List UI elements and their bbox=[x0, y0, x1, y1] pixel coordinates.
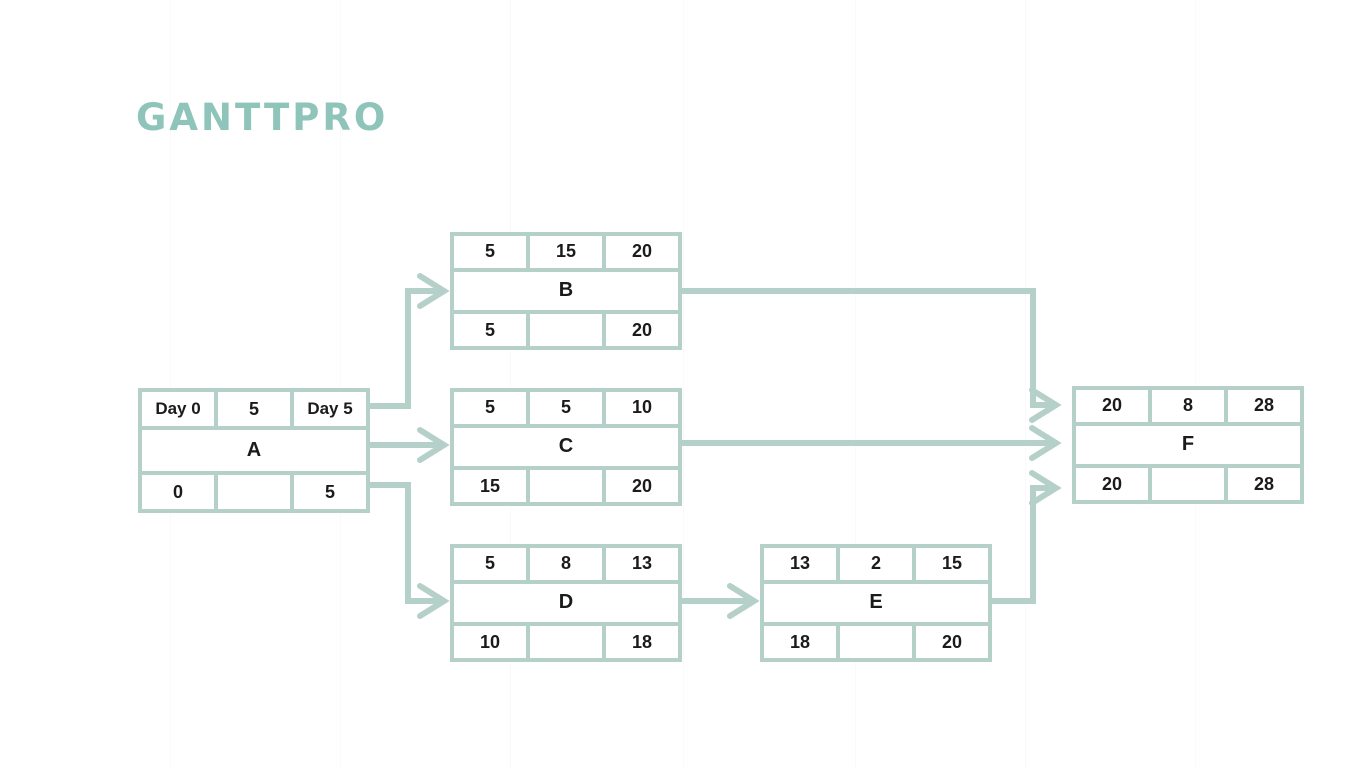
node-e-top-cell-1: 2 bbox=[840, 548, 912, 580]
edge-e-to-f bbox=[989, 485, 1055, 604]
arrowhead-a-to-c bbox=[417, 427, 450, 463]
node-a-bottom-cell-2: 5 bbox=[294, 475, 366, 509]
node-c-top-cell-1: 5 bbox=[530, 392, 602, 424]
arrowhead-d-to-e bbox=[727, 583, 760, 619]
node-c-top-cell-2: 10 bbox=[606, 392, 678, 424]
node-b-top-cell-1: 15 bbox=[530, 236, 602, 268]
node-b-bottom-row: 5 20 bbox=[454, 314, 678, 346]
node-f-top-cell-2: 28 bbox=[1228, 390, 1300, 422]
node-f-top-cell-1: 8 bbox=[1152, 390, 1224, 422]
node-f-bottom-cell-0: 20 bbox=[1076, 468, 1148, 500]
node-f-label: F bbox=[1076, 425, 1300, 465]
node-d-label: D bbox=[454, 583, 678, 623]
node-c-bottom-cell-2: 20 bbox=[606, 470, 678, 502]
node-a-label-row: A bbox=[142, 430, 366, 471]
node-b-bottom-cell-0: 5 bbox=[454, 314, 526, 346]
node-b-bottom-cell-2: 20 bbox=[606, 314, 678, 346]
node-a-bottom-cell-0: 0 bbox=[142, 475, 214, 509]
node-a-bottom-cell-1 bbox=[218, 475, 290, 509]
ganttpro-logo: GANTTPRO bbox=[136, 96, 389, 139]
arrowhead-a-to-b bbox=[417, 273, 450, 309]
guide-line-3 bbox=[683, 0, 684, 768]
guide-line-5 bbox=[1025, 0, 1026, 768]
edge-b-to-f bbox=[679, 288, 1055, 408]
node-b-top-cell-0: 5 bbox=[454, 236, 526, 268]
node-b-label: B bbox=[454, 271, 678, 311]
arrowhead-a-to-d bbox=[417, 583, 450, 619]
node-e-top-cell-0: 13 bbox=[764, 548, 836, 580]
node-f-bottom-cell-2: 28 bbox=[1228, 468, 1300, 500]
node-e-bottom-cell-2: 20 bbox=[916, 626, 988, 658]
node-c-label: C bbox=[454, 427, 678, 467]
node-d-top-cell-0: 5 bbox=[454, 548, 526, 580]
node-d-bottom-cell-0: 10 bbox=[454, 626, 526, 658]
node-a-label: A bbox=[142, 430, 366, 471]
node-b-bottom-cell-1 bbox=[530, 314, 602, 346]
node-f-label-row: F bbox=[1076, 425, 1300, 465]
node-d-label-row: D bbox=[454, 583, 678, 623]
node-c-label-row: C bbox=[454, 427, 678, 467]
node-a-top-cell-1: 5 bbox=[218, 392, 290, 426]
node-b-label-row: B bbox=[454, 271, 678, 311]
node-a-top-cell-2: Day 5 bbox=[294, 392, 366, 426]
arrowhead-e-to-f bbox=[1029, 470, 1062, 506]
node-e-label: E bbox=[764, 583, 988, 623]
guide-line-6 bbox=[1195, 0, 1196, 768]
node-c-bottom-cell-0: 15 bbox=[454, 470, 526, 502]
node-f-top-cell-0: 20 bbox=[1076, 390, 1148, 422]
node-b-top-cell-2: 20 bbox=[606, 236, 678, 268]
arrowhead-c-to-f bbox=[1029, 425, 1062, 461]
arrowhead-b-to-f bbox=[1029, 387, 1062, 423]
node-c-top-cell-0: 5 bbox=[454, 392, 526, 424]
edge-a-to-b bbox=[367, 288, 443, 409]
node-e-top-cell-2: 15 bbox=[916, 548, 988, 580]
node-e-bottom-cell-1 bbox=[840, 626, 912, 658]
edge-a-to-d bbox=[367, 482, 443, 604]
node-d-bottom-row: 10 18 bbox=[454, 626, 678, 658]
node-a-top-cell-0: Day 0 bbox=[142, 392, 214, 426]
node-e-bottom-cell-0: 18 bbox=[764, 626, 836, 658]
node-d-bottom-cell-1 bbox=[530, 626, 602, 658]
node-d-top-cell-2: 13 bbox=[606, 548, 678, 580]
node-e-label-row: E bbox=[764, 583, 988, 623]
node-c-bottom-cell-1 bbox=[530, 470, 602, 502]
node-f-bottom-cell-1 bbox=[1152, 468, 1224, 500]
node-d-top-cell-1: 8 bbox=[530, 548, 602, 580]
node-d-bottom-cell-2: 18 bbox=[606, 626, 678, 658]
